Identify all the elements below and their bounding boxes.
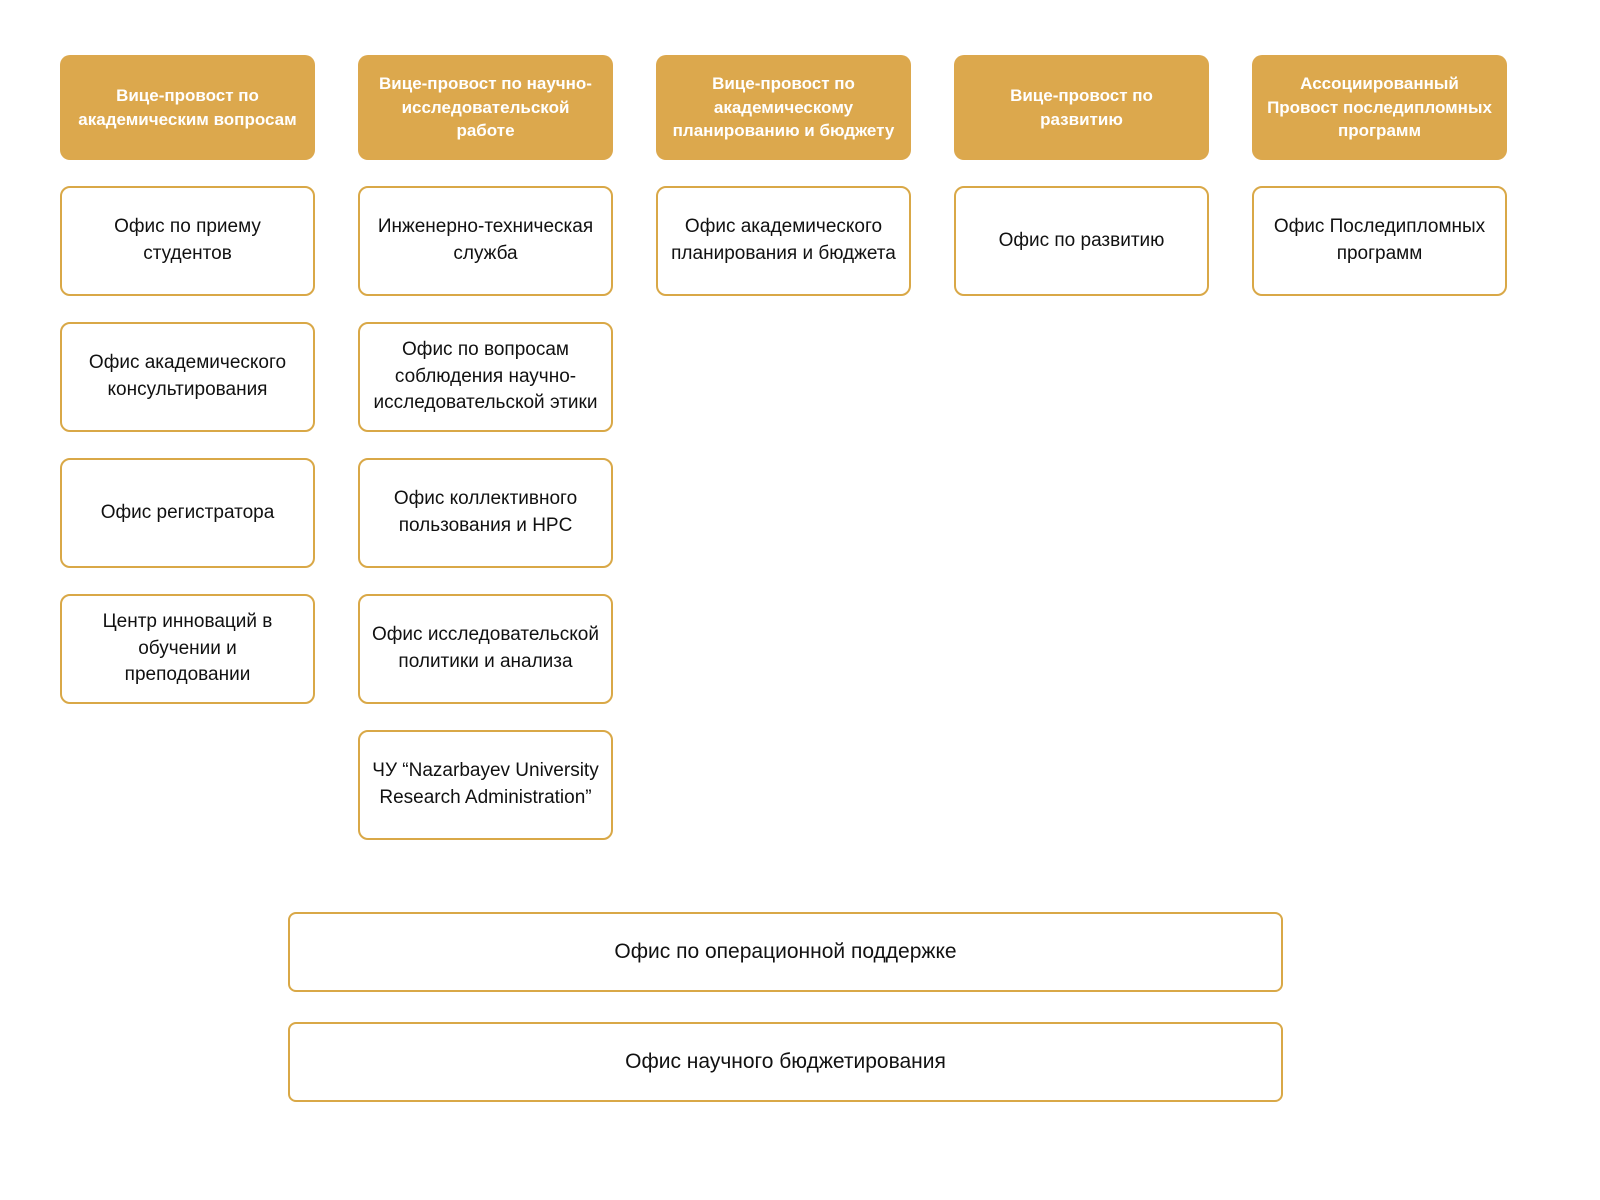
box-teaching-learning-innovation-center: Центр инноваций в обучении и преподовани…: [60, 594, 315, 704]
box-operational-support-office: Офис по операционной поддержке: [288, 912, 1283, 992]
column-research: Вице-провост по научно-исследовательской…: [358, 55, 613, 840]
column-graduate-programs: Ассоциированный Провост последипломных п…: [1252, 55, 1507, 296]
box-research-ethics-compliance-office: Офис по вопросам соблюдения научно-иссле…: [358, 322, 613, 432]
header-vice-provost-academic-affairs: Вице-провост по академическим вопросам: [60, 55, 315, 160]
header-vice-provost-development: Вице-провост по развитию: [954, 55, 1209, 160]
column-academic-affairs: Вице-провост по академическим вопросам О…: [60, 55, 315, 704]
header-vice-provost-research: Вице-провост по научно-исследовательской…: [358, 55, 613, 160]
column-development: Вице-провост по развитию Офис по развити…: [954, 55, 1209, 296]
columns-row: Вице-провост по академическим вопросам О…: [60, 55, 1600, 840]
box-research-policy-analysis-office: Офис исследовательской политики и анализ…: [358, 594, 613, 704]
box-nu-research-administration: ЧУ “Nazarbayev University Research Admin…: [358, 730, 613, 840]
header-associate-provost-graduate-programs: Ассоциированный Провост последипломных п…: [1252, 55, 1507, 160]
header-vice-provost-academic-planning-budget: Вице-провост по академическому планирова…: [656, 55, 911, 160]
box-registrar-office: Офис регистратора: [60, 458, 315, 568]
box-academic-advising-office: Офис академического консультирования: [60, 322, 315, 432]
box-graduate-programs-office: Офис Последипломных программ: [1252, 186, 1507, 296]
bottom-section: Офис по операционной поддержке Офис науч…: [288, 912, 1283, 1102]
box-academic-planning-budget-office: Офис академического планирования и бюдже…: [656, 186, 911, 296]
box-development-office: Офис по развитию: [954, 186, 1209, 296]
box-admissions-office: Офис по приему студентов: [60, 186, 315, 296]
box-research-budgeting-office: Офис научного бюджетирования: [288, 1022, 1283, 1102]
column-academic-planning-budget: Вице-провост по академическому планирова…: [656, 55, 911, 296]
box-core-facilities-hpc-office: Офис коллективного пользования и HPC: [358, 458, 613, 568]
box-engineering-technical-service: Инженерно-техническая служба: [358, 186, 613, 296]
